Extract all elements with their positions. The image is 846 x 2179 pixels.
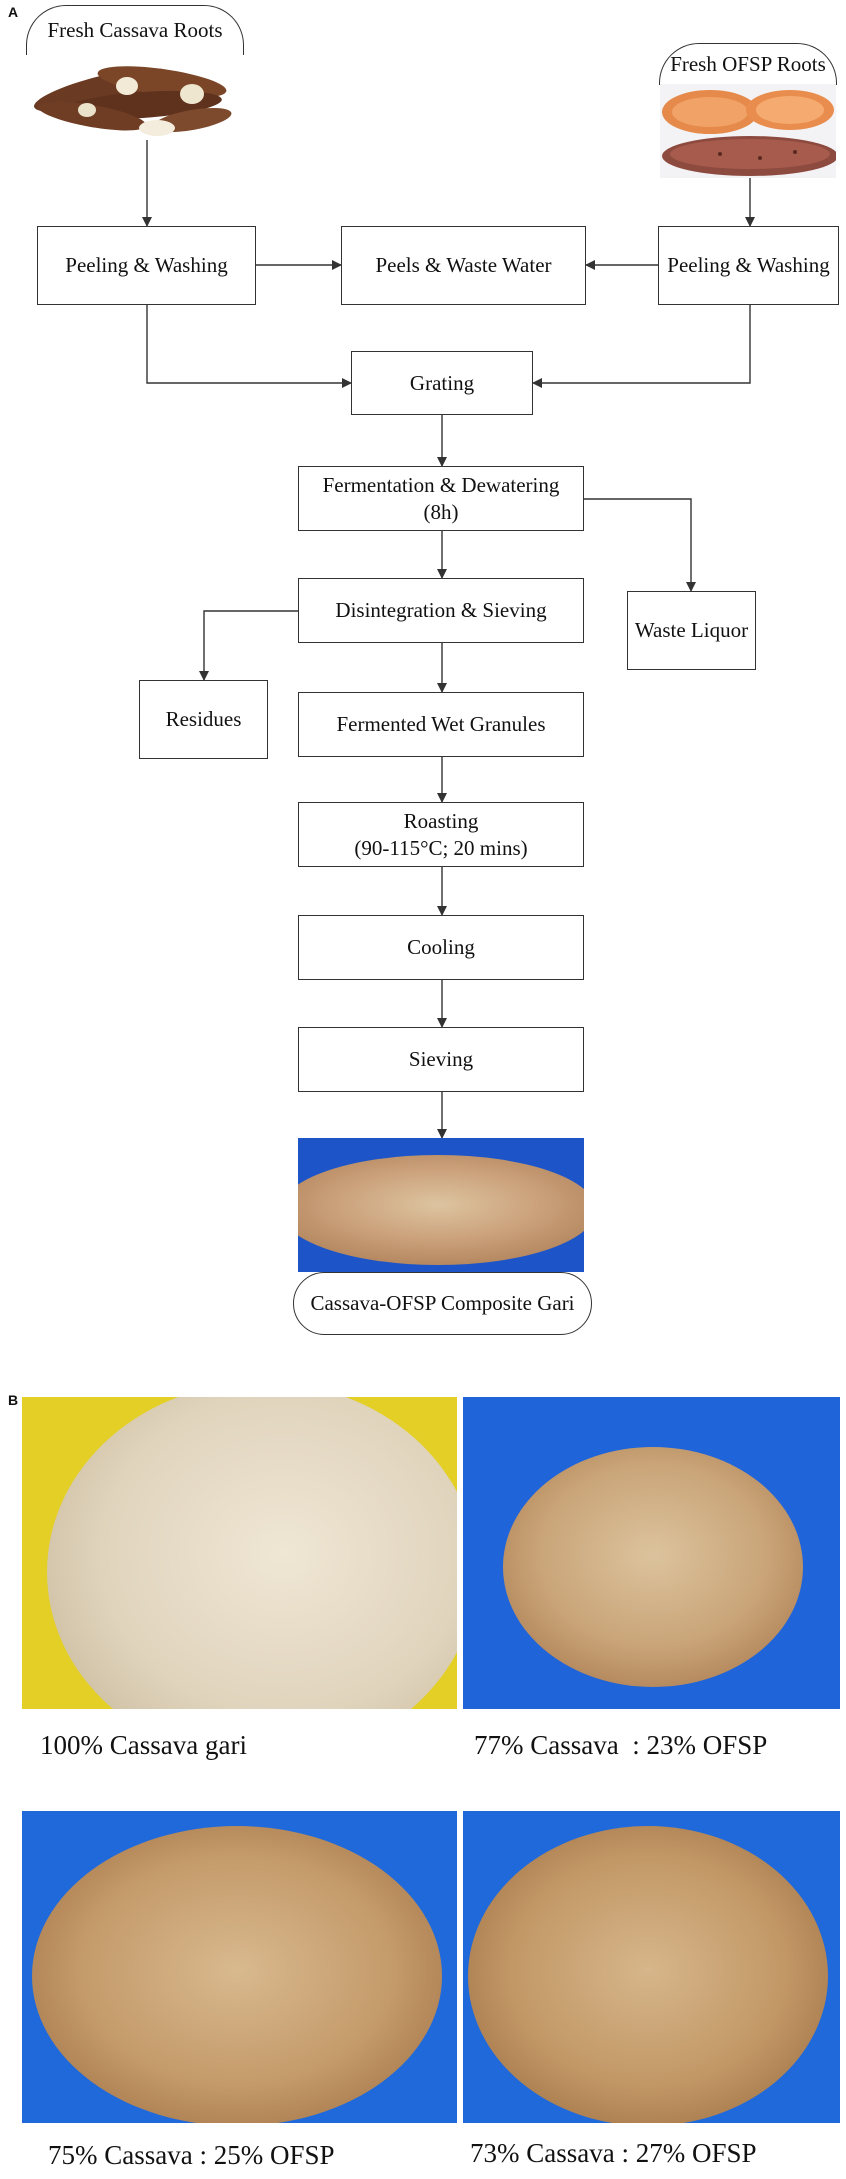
- roasting-label: Roasting: [403, 809, 479, 834]
- cooling-box: Cooling: [298, 915, 584, 980]
- arrow-disint-to-residues: [199, 610, 298, 681]
- fermentation-duration: (8h): [423, 499, 459, 524]
- flow-connectors: [142, 140, 755, 1139]
- sample-caption: 100% Cassava gari: [40, 1730, 247, 1760]
- fermentation-box: Fermentation & Dewatering (8h): [298, 466, 584, 531]
- residues-box: Residues: [139, 680, 268, 759]
- roasting-box: Roasting (90-115°C; 20 mins): [298, 802, 584, 867]
- disintegration-box: Disintegration & Sieving: [298, 578, 584, 643]
- fermentation-label: Fermentation & Dewatering: [322, 473, 560, 498]
- panel-label-a: A: [8, 4, 19, 20]
- sample-caption: 75% Cassava : 25% OFSP: [48, 2140, 335, 2170]
- peel-wash-ofsp-box: Peeling & Washing: [658, 226, 839, 305]
- sample-77-23-photo: [463, 1397, 840, 1709]
- arrow-peel-right-to-grating: [532, 305, 751, 388]
- cassava-roots-photo: [32, 50, 242, 140]
- sieving-box: Sieving: [298, 1027, 584, 1092]
- sweet-potato-photo: [660, 84, 836, 178]
- arrow-peel-left-to-grating: [146, 305, 352, 388]
- peel-wash-cassava-box: Peeling & Washing: [37, 226, 256, 305]
- sample-75-25-photo: [22, 1811, 457, 2123]
- sample-caption: 73% Cassava : 27% OFSP: [470, 2138, 757, 2168]
- waste-liquor-box: Waste Liquor: [627, 591, 756, 670]
- panel-label-b: B: [8, 1392, 19, 1408]
- roasting-conditions: (90-115°C; 20 mins): [354, 835, 528, 860]
- wet-granules-box: Fermented Wet Granules: [298, 692, 584, 757]
- sample-caption: 77% Cassava : 23% OFSP: [474, 1730, 768, 1760]
- peels-waste-water-box: Peels & Waste Water: [341, 226, 586, 305]
- sample-100-cassava-photo: [22, 1397, 457, 1709]
- start-ofsp-label: Fresh OFSP Roots: [659, 43, 837, 85]
- end-composite-gari-label: Cassava-OFSP Composite Gari: [293, 1272, 592, 1335]
- grating-box: Grating: [351, 351, 533, 415]
- gari-photo: [298, 1138, 584, 1272]
- start-cassava-label: Fresh Cassava Roots: [26, 5, 244, 55]
- arrow-ferment-to-liquor: [584, 498, 696, 592]
- sample-73-27-photo: [463, 1811, 840, 2123]
